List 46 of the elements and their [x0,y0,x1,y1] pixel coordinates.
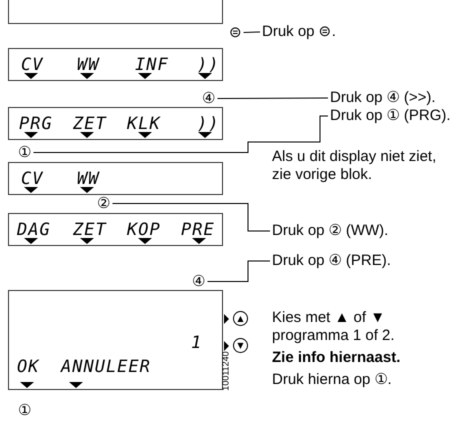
leader-line [216,98,328,99]
display-text: CV [21,171,44,188]
button-symbol: ① [18,403,32,418]
instruction-text: Druk op ⊜. [262,23,336,41]
display-text: DAG [17,222,51,239]
instruction-text: Druk op ② (WW). [272,222,388,240]
button-symbol: ② [97,196,110,211]
display-text: WW [77,57,100,74]
button-symbol: ① [18,145,32,160]
display-text: INF [135,57,169,74]
display-text: WW [77,171,100,188]
display-text: PRG [19,116,53,133]
lcd-display [8,162,223,195]
display-text: PRE [181,222,215,239]
display-text: KLK [127,116,161,133]
lcd-display [8,48,223,81]
lcd-display [8,290,223,390]
button-symbol: ④ [202,91,216,106]
figure-number: 10011240 [220,351,231,391]
display-text: )) [197,57,220,74]
button-symbol: ▲ [233,311,248,326]
leader-line [112,203,270,232]
display-text: )) [197,116,220,133]
button-symbol: ▼ [233,338,248,353]
button-symbol: ⊜ [229,25,242,40]
display-text: ZET [73,222,107,239]
instruction-text: Druk op ④ (>>). [330,89,436,107]
leader-line [32,116,328,153]
instruction-text: Druk op ④ (PRE). [272,252,391,270]
lcd-display [8,107,223,140]
instruction-text: Als u dit display niet ziet, zie vorige blok. [272,148,440,184]
lcd-display [8,213,223,246]
lcd-display [8,0,223,24]
button-symbol: ④ [192,274,206,289]
leader-line [206,260,270,282]
display-text: ZET [73,116,107,133]
leader-line [243,32,260,33]
display-text: OK [17,359,40,376]
instruction-text: Kies met ▲ of ▼ programma 1 of 2. [272,309,396,345]
display-text: 1 [191,335,202,352]
display-text: KOP [127,222,161,239]
instruction-text: Druk hierna op ①. [272,371,392,389]
instruction-text: Druk op ① (PRG). [330,107,451,125]
display-text: ANNULEER [61,359,151,376]
display-text: CV [21,57,44,74]
instruction-text: Zie info hiernaast. [272,349,400,367]
